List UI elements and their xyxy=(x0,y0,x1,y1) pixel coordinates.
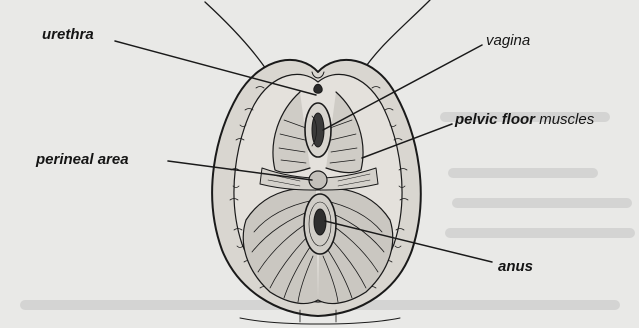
urethra-opening xyxy=(314,84,322,93)
left-thigh-line xyxy=(205,2,268,72)
pelvic-floor-label-bold: pelvic floor xyxy=(455,111,535,128)
pelvic-floor-label: pelvic floor muscles xyxy=(455,112,594,127)
anus-label: anus xyxy=(498,259,533,274)
coccyx-line xyxy=(240,318,400,324)
perineal-area-label: perineal area xyxy=(36,152,129,167)
anus-opening xyxy=(314,209,326,235)
right-thigh-line xyxy=(362,0,430,72)
vagina-label: vagina xyxy=(486,33,530,48)
urethra-label: urethra xyxy=(42,27,94,42)
pelvic-floor-label-muscles: muscles xyxy=(539,111,594,128)
